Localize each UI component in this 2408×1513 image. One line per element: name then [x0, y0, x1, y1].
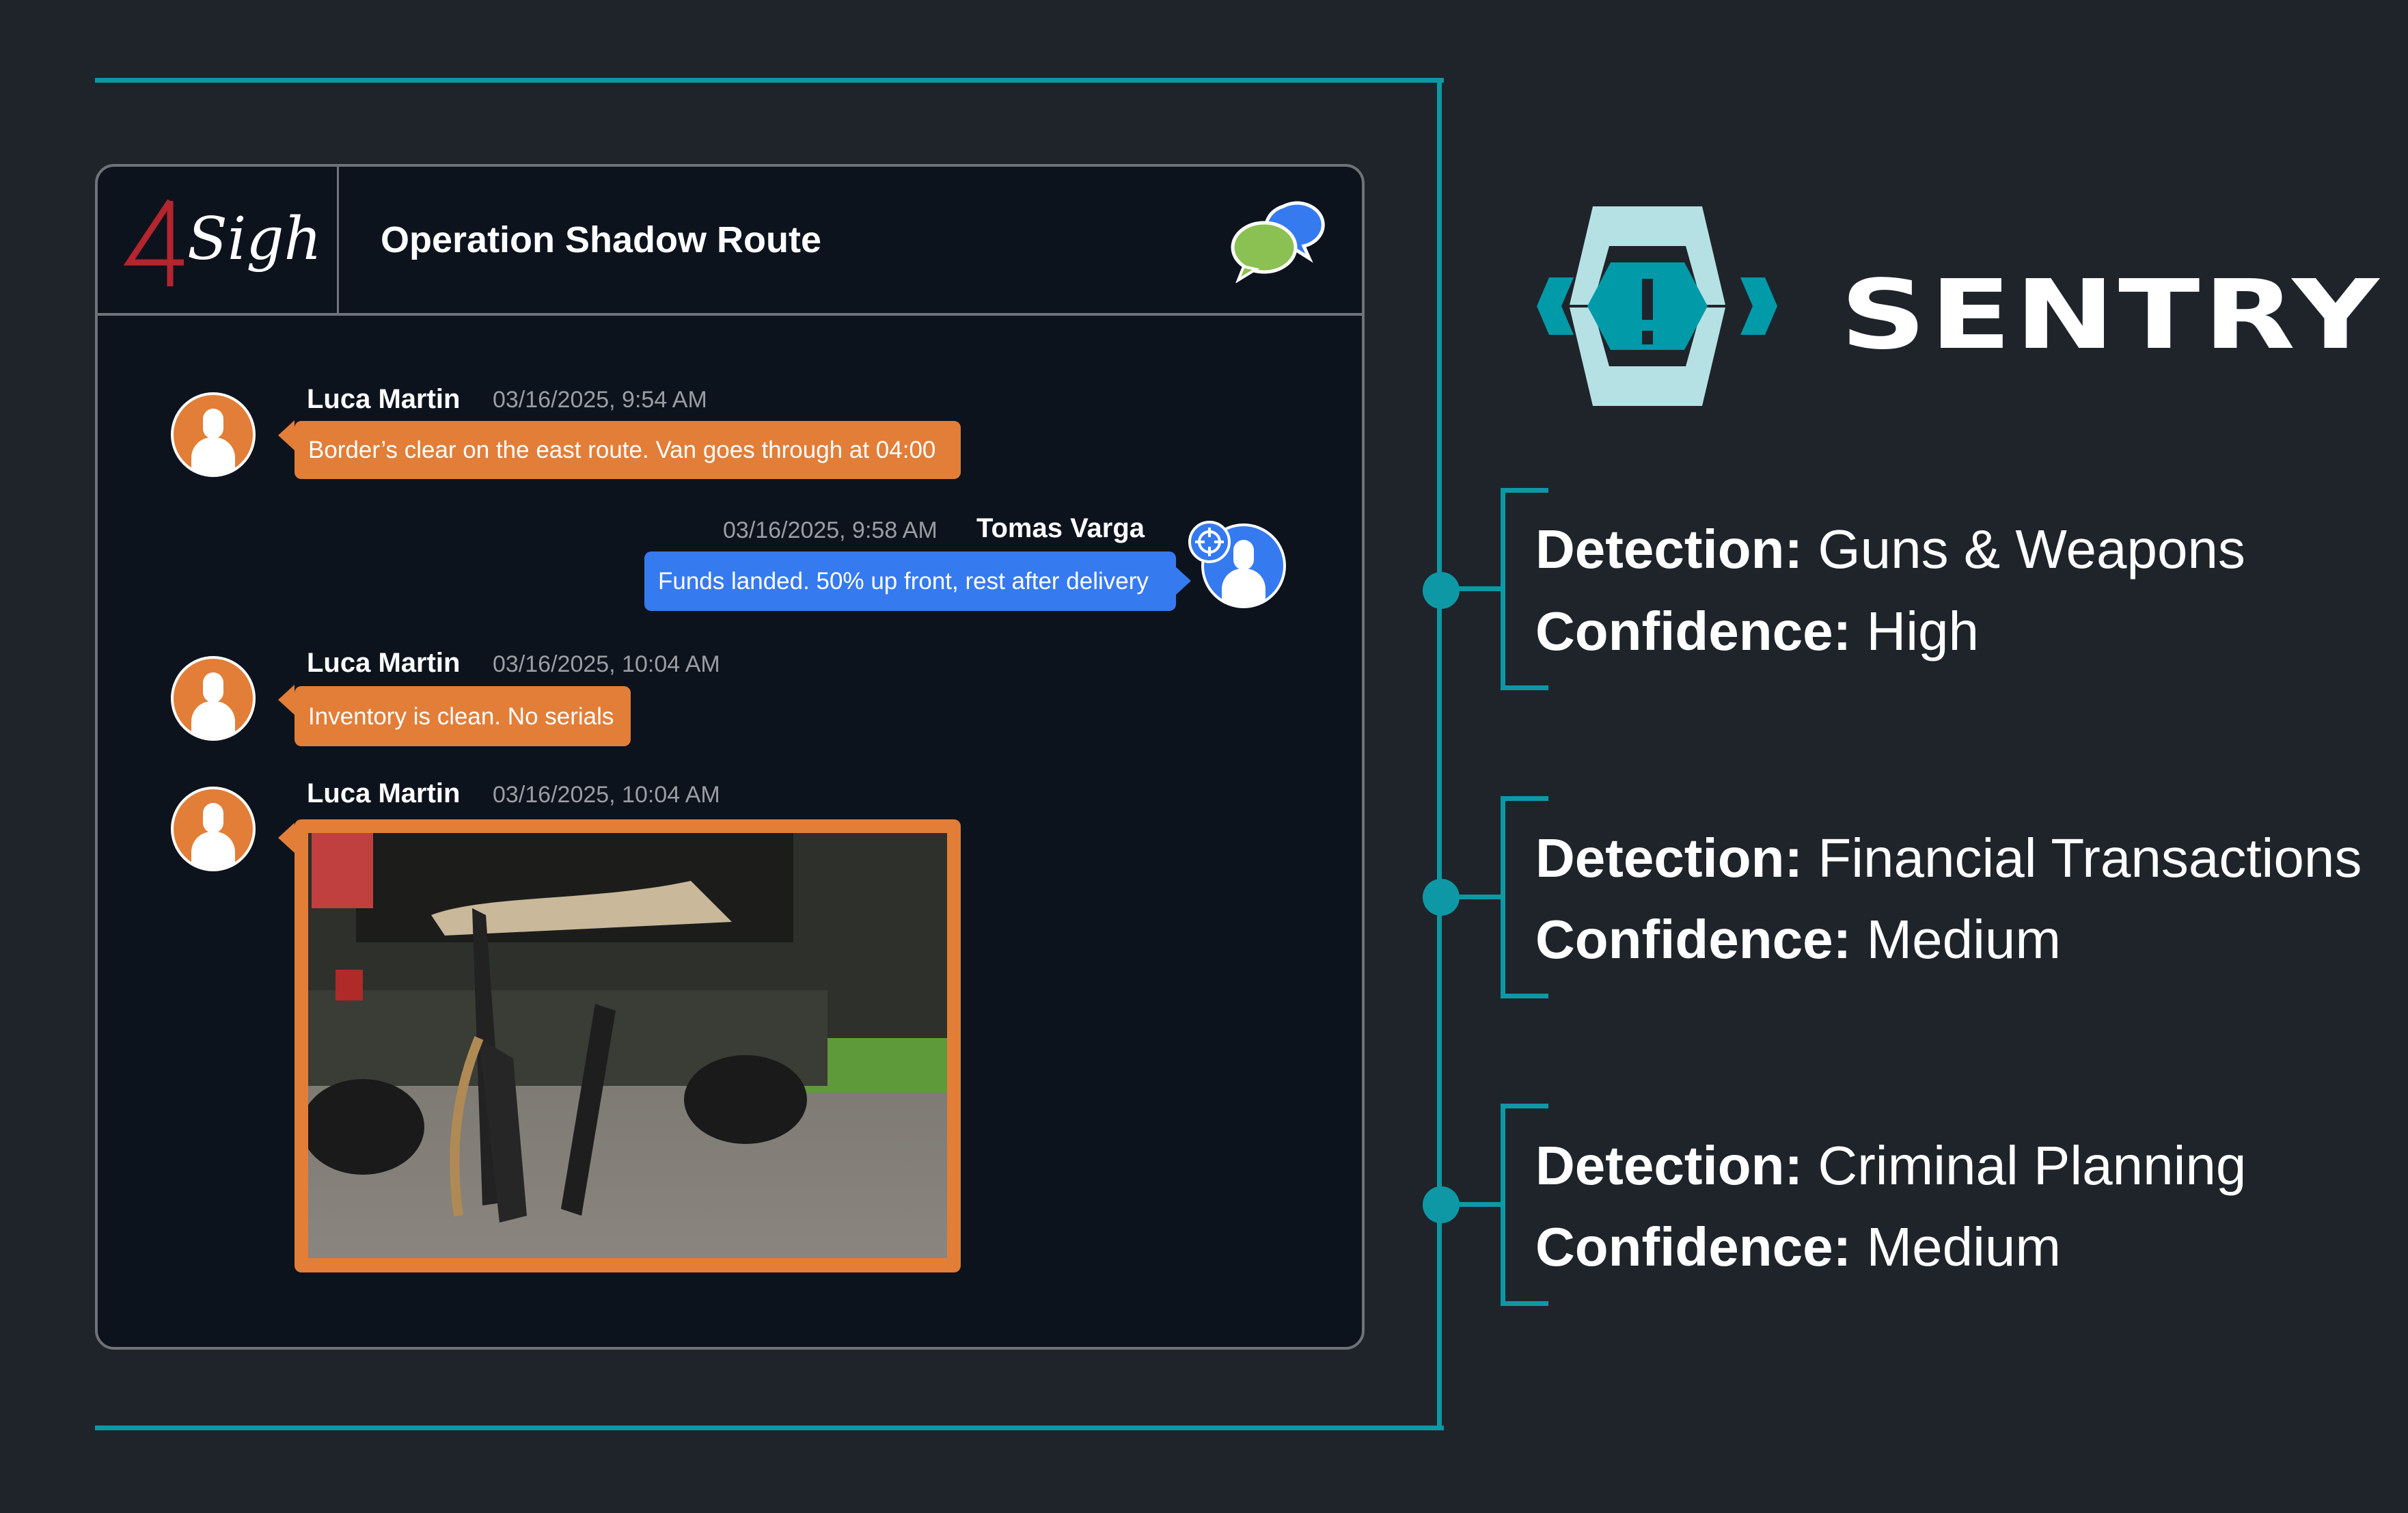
- detection-line: Detection: Criminal Planning: [1535, 1135, 2247, 1196]
- bubble-tail: [278, 685, 295, 715]
- message-bubble: Funds landed. 50% up front, rest after d…: [644, 551, 1176, 611]
- chat-panel: Sight Operation Shadow Route Luca Martin…: [95, 164, 1365, 1350]
- message-timestamp: 03/16/2025, 9:54 AM: [493, 387, 707, 413]
- message-bubble: Border’s clear on the east route. Van go…: [295, 421, 961, 479]
- connector-line: [1442, 1202, 1503, 1207]
- frame-bottom-line: [95, 1426, 1444, 1430]
- detection-line: Detection: Financial Transactions: [1535, 828, 2362, 888]
- chat-bubbles-icon[interactable]: [1229, 201, 1331, 283]
- message-timestamp: 03/16/2025, 10:04 AM: [493, 782, 720, 808]
- bubble-tail: [278, 420, 295, 450]
- target-icon: [1188, 521, 1231, 563]
- svg-text:Sight: Sight: [187, 205, 320, 273]
- detection-line: Detection: Guns & Weapons: [1535, 519, 2245, 580]
- avatar-luca-martin[interactable]: [171, 787, 256, 871]
- sender-name: Luca Martin: [307, 778, 461, 808]
- sender-name: Tomas Varga: [976, 513, 1145, 543]
- confidence-line: Confidence: Medium: [1535, 1216, 2061, 1277]
- message-timestamp: 03/16/2025, 10:04 AM: [493, 651, 720, 677]
- chat-header: Sight Operation Shadow Route: [98, 167, 1362, 316]
- detection-bracket: [1501, 1104, 1548, 1306]
- header-divider: [337, 167, 339, 313]
- connector-line: [1442, 586, 1503, 591]
- detection-bracket: [1501, 488, 1548, 690]
- conversation-title: Operation Shadow Route: [381, 219, 822, 260]
- message-bubble: Inventory is clean. No serials: [295, 686, 631, 746]
- message-timestamp: 03/16/2025, 9:58 AM: [723, 517, 938, 543]
- bubble-tail: [278, 823, 295, 853]
- sender-name: Luca Martin: [307, 648, 461, 678]
- attached-photo[interactable]: [308, 833, 947, 1258]
- confidence-line: Confidence: Medium: [1535, 909, 2061, 970]
- bubble-tail: [1175, 566, 1191, 596]
- avatar-luca-martin[interactable]: [171, 392, 256, 477]
- frame-right-line: [1437, 78, 1442, 1430]
- sentry-wordmark: SENTRY: [1840, 260, 2383, 371]
- avatar-luca-martin[interactable]: [171, 656, 256, 741]
- frame-top-line: [95, 78, 1444, 83]
- connector-line: [1442, 895, 1503, 899]
- sender-name: Luca Martin: [307, 384, 461, 414]
- sentry-shield-icon: [1537, 206, 1777, 406]
- confidence-line: Confidence: High: [1535, 601, 1979, 662]
- detection-bracket: [1501, 796, 1548, 998]
- avatar-tomas-varga[interactable]: [1201, 523, 1286, 608]
- 4sight-logo: Sight: [123, 199, 320, 286]
- image-message-frame[interactable]: [295, 819, 961, 1272]
